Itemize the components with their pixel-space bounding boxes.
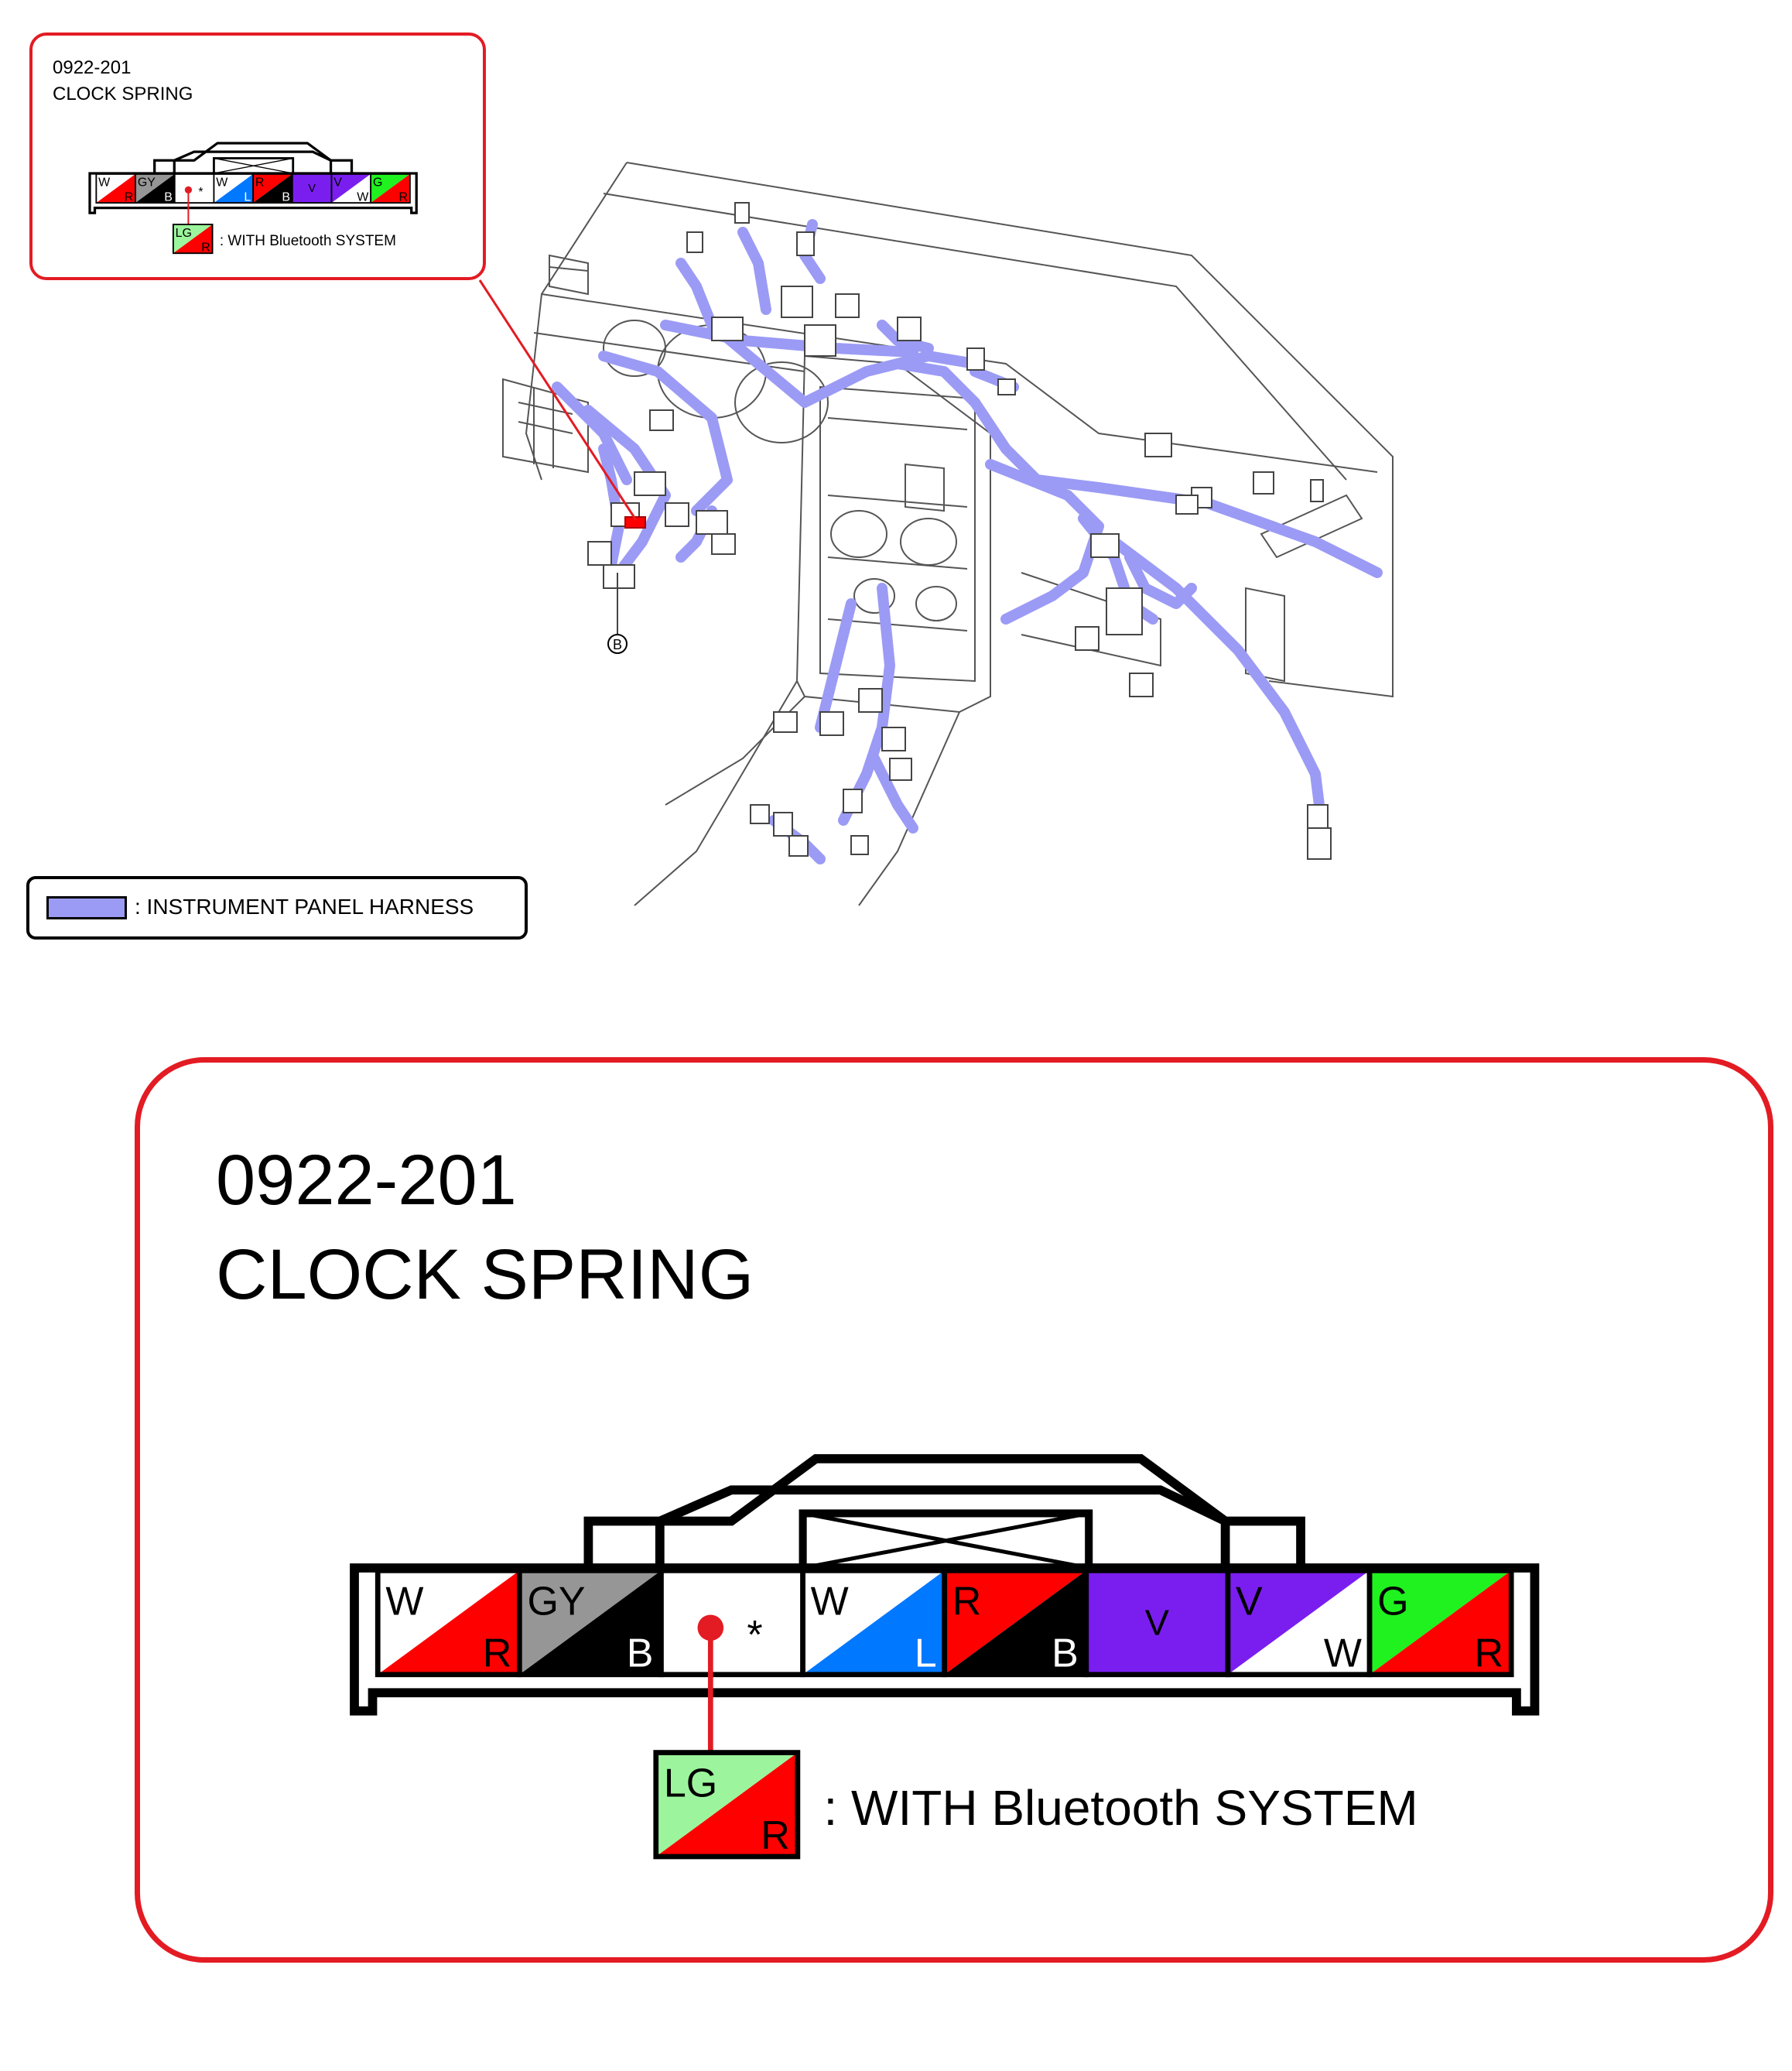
- optional-terminal-bottom-label: R: [761, 1813, 790, 1858]
- location-marker-label: B: [613, 637, 622, 652]
- terminal-top-label: W: [811, 1579, 849, 1624]
- terminal-label: V: [308, 183, 316, 195]
- terminal-top-label: R: [952, 1579, 982, 1624]
- terminal-6: V: [1083, 1567, 1231, 1678]
- terminal-bottom-label: B: [1052, 1631, 1079, 1676]
- terminal-4: WL: [213, 173, 255, 204]
- large-bluetooth-note: : WITH Bluetooth SYSTEM: [823, 1780, 1418, 1836]
- small-connector-code: 0922-201: [53, 57, 132, 78]
- terminal-8: GR: [370, 173, 411, 204]
- terminal-top-label: V: [333, 176, 342, 190]
- terminal-top-label: GY: [138, 176, 156, 190]
- terminal-top-label: W: [98, 176, 111, 190]
- terminal-3: *: [658, 1567, 805, 1678]
- connector-hood: [583, 1454, 1305, 1568]
- terminal-bottom-label: R: [125, 190, 134, 204]
- optional-terminal: LG R: [172, 224, 214, 254]
- connector-hood: [153, 142, 354, 173]
- large-connector-name: CLOCK SPRING: [216, 1235, 754, 1314]
- connector-lock-cross: [802, 1511, 1089, 1570]
- small-callout: 0922-201 CLOCK SPRING: [29, 33, 486, 280]
- terminal-top-label: G: [373, 176, 382, 190]
- optional-terminal-top-label: LG: [176, 227, 192, 240]
- optional-terminal-top-label: LG: [664, 1761, 717, 1806]
- terminal-bottom-label: R: [483, 1631, 512, 1676]
- terminal-top-label: GY: [527, 1579, 585, 1624]
- terminal-bottom-label: W: [1324, 1631, 1362, 1676]
- terminal-4: WL: [800, 1567, 948, 1678]
- terminal-bottom-label: B: [164, 190, 173, 204]
- optional-terminal: LG R: [653, 1750, 801, 1860]
- leader-line: [478, 279, 638, 521]
- optional-terminal-mark: *: [198, 186, 203, 199]
- terminal-top-label: V: [1236, 1579, 1263, 1624]
- small-bluetooth-note: : WITH Bluetooth SYSTEM: [220, 233, 396, 249]
- terminal-7: VW: [1225, 1567, 1373, 1678]
- terminal-bottom-label: B: [282, 190, 290, 204]
- terminal-label: V: [1145, 1603, 1169, 1643]
- location-marker: [607, 634, 628, 654]
- terminal-5: RB: [942, 1567, 1089, 1678]
- legend: : INSTRUMENT PANEL HARNESS: [26, 876, 528, 940]
- large-connector-code: 0922-201: [216, 1141, 517, 1220]
- terminal-top-label: R: [255, 176, 265, 190]
- terminal-top-label: W: [216, 176, 228, 190]
- terminal-8: GR: [1366, 1567, 1514, 1678]
- terminal-top-label: G: [1377, 1579, 1408, 1624]
- terminal-1: WR: [95, 173, 136, 204]
- small-connector-name: CLOCK SPRING: [53, 84, 193, 104]
- terminal-bottom-label: B: [627, 1631, 654, 1676]
- terminal-1: WR: [374, 1567, 522, 1678]
- terminal-bottom-label: R: [1475, 1631, 1504, 1676]
- terminal-bottom-label: L: [915, 1631, 937, 1676]
- legend-swatch: [46, 896, 127, 919]
- optional-terminal-bottom-label: R: [201, 241, 210, 254]
- terminal-top-label: W: [385, 1579, 423, 1624]
- harness-connectors: [587, 202, 1332, 860]
- legend-label: : INSTRUMENT PANEL HARNESS: [135, 895, 474, 919]
- terminal-2: GY B: [516, 1567, 664, 1678]
- terminal-bottom-label: L: [244, 190, 251, 204]
- terminal-bottom-label: R: [398, 190, 408, 204]
- terminal-bottom-label: W: [357, 190, 369, 204]
- optional-terminal-mark: *: [747, 1613, 762, 1658]
- connector-lock-cross: [214, 157, 293, 174]
